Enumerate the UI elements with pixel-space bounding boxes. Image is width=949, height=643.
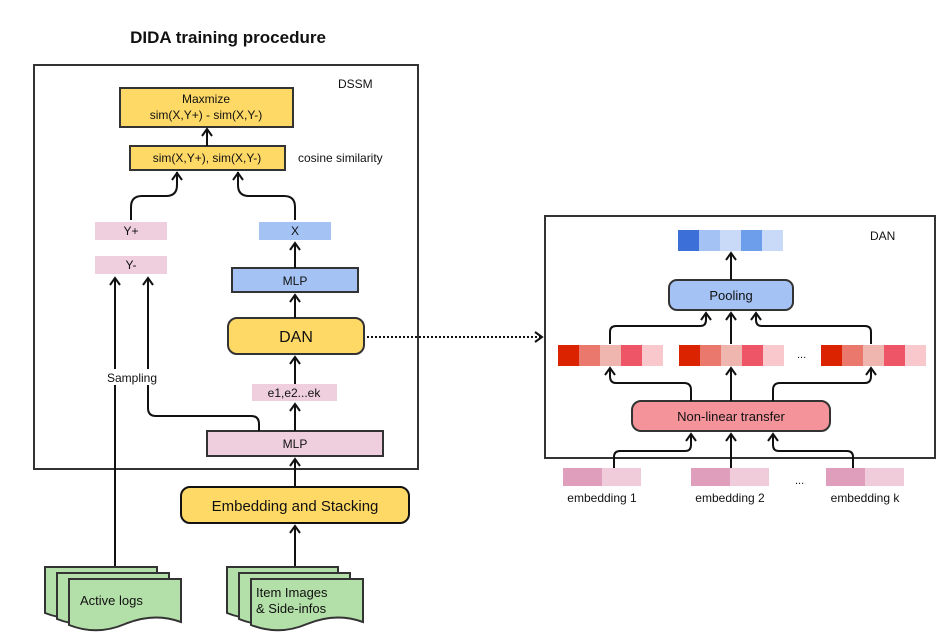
arrow-yplus-to-sim	[130, 172, 178, 220]
output-vector	[678, 230, 783, 251]
hidden-ellipsis: ...	[797, 349, 806, 361]
e-list-box	[252, 384, 337, 401]
embedding-vector-cell	[563, 468, 602, 486]
hidden-vector-cell	[821, 345, 842, 366]
e-list-text: e1,e2...ek	[268, 386, 322, 400]
output-vector-cell	[741, 230, 762, 251]
hidden-vector-cell	[863, 345, 884, 366]
hidden-vector-cell	[558, 345, 579, 366]
hidden-vector-cell	[763, 345, 784, 366]
active-logs-text: Active logs	[80, 593, 143, 608]
embedding-k-label: embedding k	[831, 491, 901, 505]
hidden-vectors	[558, 345, 926, 366]
mlp-bottom-box	[206, 430, 384, 457]
y-minus-text: Y-	[126, 258, 137, 272]
pooling-text: Pooling	[709, 288, 752, 303]
nonlinear-transfer-text: Non-linear transfer	[677, 409, 785, 424]
hidden-vector-cell	[721, 345, 742, 366]
mlp-top-box	[231, 267, 359, 293]
embedding-vector-cell	[865, 468, 904, 486]
items-line1-text: Item Images	[256, 585, 328, 600]
hidden-vector-cell	[884, 345, 905, 366]
diagram-title: DIDA training procedure	[130, 28, 326, 47]
cosine-similarity-label: cosine similarity	[298, 151, 383, 165]
similarity-box	[129, 145, 286, 171]
arrow-x-to-sim	[237, 172, 296, 220]
embedding-vectors	[563, 468, 904, 486]
hidden-vector-cell	[905, 345, 926, 366]
embedding-stacking-text: Embedding and Stacking	[212, 498, 379, 515]
mlp-top-text: MLP	[283, 274, 308, 288]
dan-detail-label: DAN	[870, 229, 895, 243]
arrow-hidden1-to-pooling	[609, 313, 707, 344]
arrow-nonlinear-to-hidden1	[609, 368, 692, 401]
embedding-2-label: embedding 2	[695, 491, 765, 505]
arrow-hiddenk-to-pooling	[755, 313, 872, 344]
similarity-text: sim(X,Y+), sim(X,Y-)	[153, 151, 262, 165]
x-box	[259, 222, 331, 240]
maximize-line2: sim(X,Y+) - sim(X,Y-)	[150, 108, 263, 122]
embedding-vector-cell	[691, 468, 730, 486]
mlp-bottom-text: MLP	[283, 437, 308, 451]
hidden-vector-cell	[679, 345, 700, 366]
maximize-box	[119, 87, 294, 128]
hidden-vector-cell	[700, 345, 721, 366]
arrow-nonlinear-to-hiddenk	[772, 368, 872, 401]
item-images-documents	[226, 566, 364, 632]
dan-text: DAN	[279, 329, 313, 346]
dssm-frame	[33, 64, 419, 470]
dssm-label: DSSM	[338, 77, 373, 91]
active-logs-documents	[44, 566, 182, 632]
output-vector-cell	[699, 230, 720, 251]
arrow-embk-to-nonlinear	[772, 434, 854, 468]
y-plus-box	[95, 222, 167, 240]
sampling-label: Sampling	[107, 371, 157, 385]
output-vector-cell	[762, 230, 783, 251]
output-vector-cell	[720, 230, 741, 251]
hidden-vector-cell	[842, 345, 863, 366]
arrow-mlp-to-yminus	[147, 278, 260, 431]
y-plus-text: Y+	[123, 224, 138, 238]
embedding-vector-cell	[826, 468, 865, 486]
hidden-vector-cell	[621, 345, 642, 366]
embedding-vector-cell	[730, 468, 769, 486]
items-line2-text: & Side-infos	[256, 601, 327, 616]
y-minus-box	[95, 256, 167, 274]
x-text: X	[291, 224, 299, 238]
embedding-1-label: embedding 1	[567, 491, 637, 505]
hidden-vector-cell	[642, 345, 663, 366]
embedding-ellipsis: ...	[795, 475, 804, 487]
dan-detail-frame	[544, 215, 936, 459]
hidden-vector-cell	[600, 345, 621, 366]
hidden-vector-cell	[742, 345, 763, 366]
output-vector-cell	[678, 230, 699, 251]
maximize-line1: Maxmize	[182, 92, 230, 106]
arrow-emb1-to-nonlinear	[613, 434, 692, 468]
hidden-vector-cell	[579, 345, 600, 366]
embedding-vector-cell	[602, 468, 641, 486]
